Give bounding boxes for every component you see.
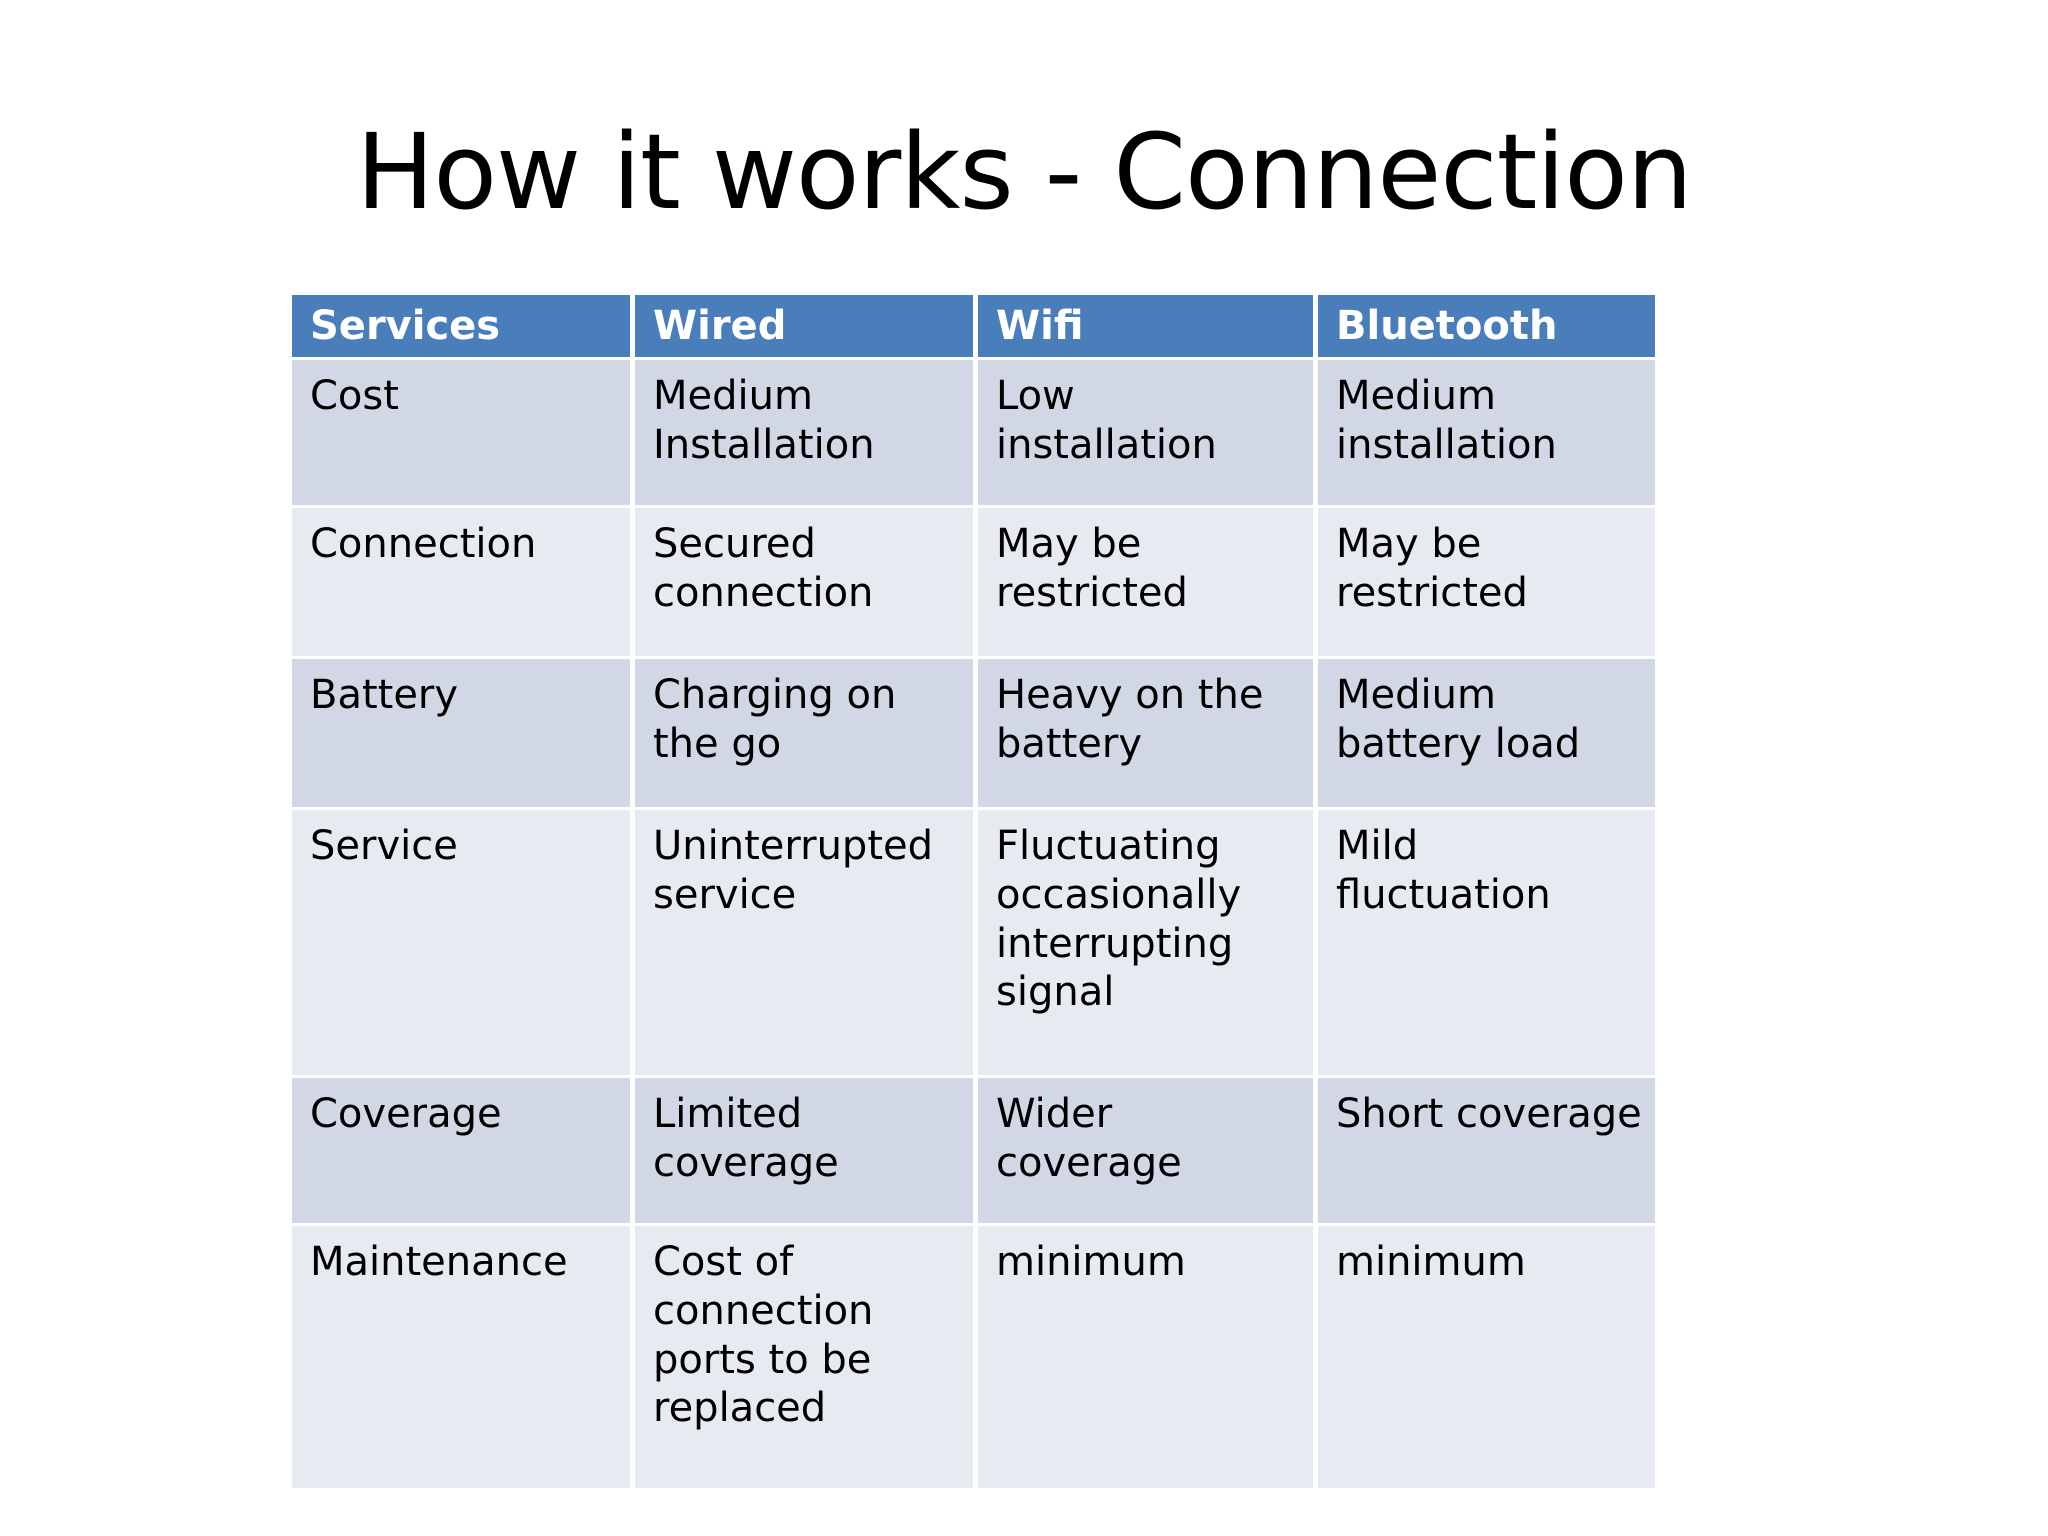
cell-bluetooth: Medium installation xyxy=(1318,360,1655,505)
cell-bluetooth: Mild fluctuation xyxy=(1318,810,1655,1075)
cell-wired: Medium Installation xyxy=(635,360,973,505)
table-header-row: Services Wired Wifi Bluetooth xyxy=(292,295,1655,357)
column-header-services: Services xyxy=(292,295,630,357)
table-row: Battery Charging on the go Heavy on the … xyxy=(292,659,1655,807)
page-title: How it works - Connection xyxy=(356,111,1693,233)
cell-wifi: Low installation xyxy=(978,360,1313,505)
table-row: Service Uninterrupted service Fluctuatin… xyxy=(292,810,1655,1075)
cell-bluetooth: Medium battery load xyxy=(1318,659,1655,807)
cell-wifi: Heavy on the battery xyxy=(978,659,1313,807)
cell-wired: Cost of connection ports to be replaced xyxy=(635,1226,973,1488)
column-header-wifi: Wifi xyxy=(978,295,1313,357)
cell-wifi: May be restricted xyxy=(978,508,1313,656)
cell-bluetooth: Short coverage xyxy=(1318,1078,1655,1223)
cell-wired: Uninterrupted service xyxy=(635,810,973,1075)
cell-bluetooth: minimum xyxy=(1318,1226,1655,1488)
table-header: Services Wired Wifi Bluetooth xyxy=(292,295,1655,357)
cell-wired: Secured connection xyxy=(635,508,973,656)
cell-wired: Limited coverage xyxy=(635,1078,973,1223)
cell-service-label: Battery xyxy=(292,659,630,807)
cell-wifi: minimum xyxy=(978,1226,1313,1488)
cell-wifi: Wider coverage xyxy=(978,1078,1313,1223)
cell-service-label: Coverage xyxy=(292,1078,630,1223)
cell-service-label: Connection xyxy=(292,508,630,656)
cell-wired: Charging on the go xyxy=(635,659,973,807)
cell-bluetooth: May be restricted xyxy=(1318,508,1655,656)
table-row: Cost Medium Installation Low installatio… xyxy=(292,360,1655,505)
cell-wifi: Fluctuating occasionally interrupting si… xyxy=(978,810,1313,1075)
table-body: Cost Medium Installation Low installatio… xyxy=(292,360,1655,1488)
column-header-bluetooth: Bluetooth xyxy=(1318,295,1655,357)
table-row: Coverage Limited coverage Wider coverage… xyxy=(292,1078,1655,1223)
cell-service-label: Cost xyxy=(292,360,630,505)
comparison-table: Services Wired Wifi Bluetooth Cost Mediu… xyxy=(287,292,1660,1491)
table-row: Connection Secured connection May be res… xyxy=(292,508,1655,656)
cell-service-label: Maintenance xyxy=(292,1226,630,1488)
cell-service-label: Service xyxy=(292,810,630,1075)
column-header-wired: Wired xyxy=(635,295,973,357)
comparison-table-container: Services Wired Wifi Bluetooth Cost Mediu… xyxy=(292,295,1655,1488)
table-row: Maintenance Cost of connection ports to … xyxy=(292,1226,1655,1488)
